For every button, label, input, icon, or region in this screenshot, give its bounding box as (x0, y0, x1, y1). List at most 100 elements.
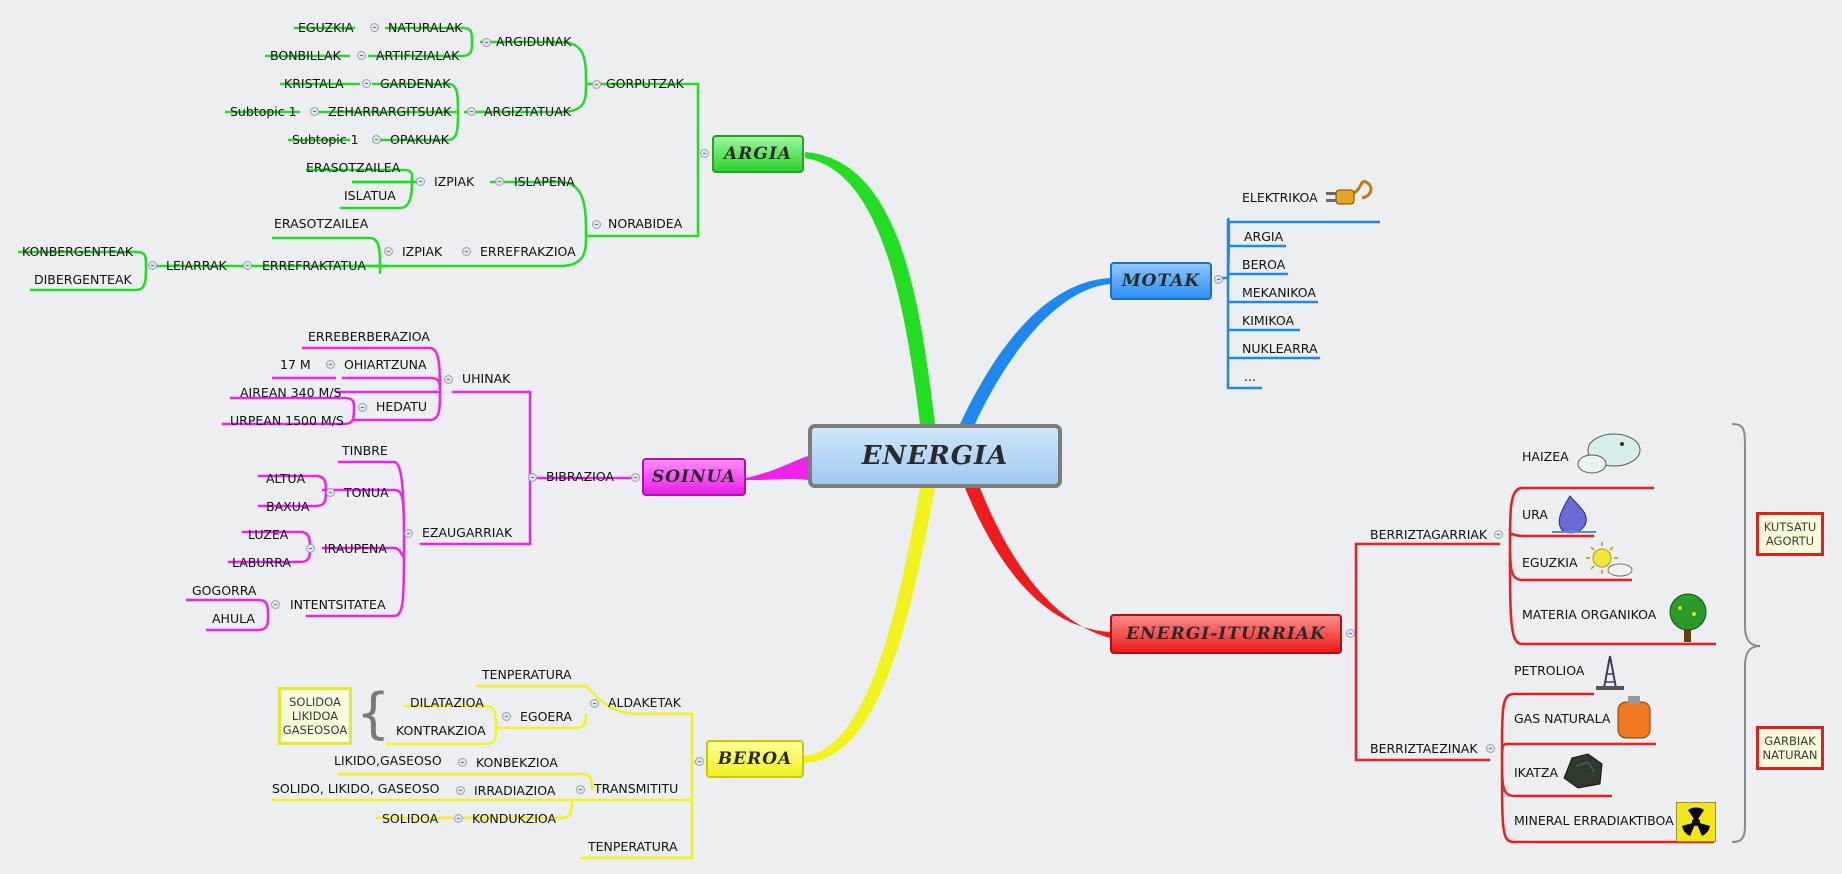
topic-hedatu[interactable]: HEDATU (376, 399, 428, 414)
topic-opakuak[interactable]: OPAKUAK (390, 132, 449, 147)
collapse-toggle[interactable] (306, 544, 315, 553)
topic-soinua[interactable]: SOINUA (642, 458, 746, 496)
topic-gas-naturala[interactable]: GAS NATURALA (1514, 711, 1611, 726)
topic-bonbillak[interactable]: BONBILLAK (270, 48, 341, 63)
topic-17-m[interactable]: 17 M (280, 357, 311, 372)
topic-kontrakzioa[interactable]: KONTRAKZIOA (396, 723, 486, 738)
motak-item[interactable]: NUKLEARRA (1242, 341, 1318, 356)
topic-tonua[interactable]: TONUA (344, 485, 389, 500)
topic-altua[interactable]: ALTUA (266, 471, 306, 486)
topic-tenperatura[interactable]: TENPERATURA (588, 839, 678, 854)
topic-konbekzioa[interactable]: KONBEKZIOA (476, 755, 558, 770)
topic-ezaugarriak[interactable]: EZAUGARRIAK (422, 525, 513, 540)
collapse-toggle-iturriak[interactable] (1346, 629, 1355, 638)
topic-petrolioa[interactable]: PETROLIOA (1514, 663, 1585, 678)
topic-airean[interactable]: AIREAN 340 M/S (240, 385, 342, 400)
center-node-energia[interactable]: ENERGIA (808, 424, 1062, 488)
topic-ohiartzuna[interactable]: OHIARTZUNA (344, 357, 427, 372)
motak-item[interactable]: ARGIA (1244, 229, 1284, 244)
collapse-toggle[interactable] (1494, 530, 1503, 539)
motak-item[interactable]: KIMIKOA (1242, 313, 1295, 328)
collapse-toggle-motak[interactable] (1214, 275, 1223, 284)
collapse-toggle[interactable] (462, 247, 471, 256)
topic-subtopic-1[interactable]: Subtopic 1 (292, 132, 359, 147)
motak-item[interactable]: BEROA (1242, 257, 1286, 272)
topic-norabidea[interactable]: NORABIDEA (608, 216, 683, 231)
topic-energi-iturriak[interactable]: ENERGI-ITURRIAK (1110, 614, 1342, 654)
motak-item[interactable]: MEKANIKOA (1242, 285, 1316, 300)
topic-erreberberazioa[interactable]: ERREBERBERAZIOA (308, 329, 430, 344)
states-box[interactable]: SOLIDOA LIKIDOA GASEOSOA (278, 687, 352, 745)
motak-item[interactable]: ... (1244, 369, 1256, 384)
collapse-toggle[interactable] (372, 135, 381, 144)
topic-zeharrargitsuak[interactable]: ZEHARRARGITSUAK (328, 104, 452, 119)
topic-egoera[interactable]: EGOERA (520, 709, 573, 724)
collapse-toggle[interactable] (467, 107, 476, 116)
topic-beroa[interactable]: BEROA (706, 740, 804, 778)
topic-tenperatura[interactable]: TENPERATURA (482, 667, 572, 682)
garbiak-naturan-box[interactable]: GARBIAK NATURAN (1756, 726, 1824, 770)
collapse-toggle[interactable] (1486, 744, 1495, 753)
topic-irradiazioa[interactable]: IRRADIAZIOA (474, 783, 556, 798)
topic-solido-likido-gaseoso[interactable]: SOLIDO, LIKIDO, GASEOSO (272, 781, 440, 796)
topic-leiarrak[interactable]: LEIARRAK (166, 258, 227, 273)
topic-errefrakzioa[interactable]: ERREFRAKZIOA (480, 244, 576, 259)
kutsatu-agortu-box[interactable]: KUTSATU AGORTU (1756, 512, 1824, 556)
topic-dilatazioa[interactable]: DILATAZIOA (410, 695, 484, 710)
collapse-toggle[interactable] (148, 261, 157, 270)
topic-izpiak[interactable]: IZPIAK (434, 174, 475, 189)
topic-errefraktatua[interactable]: ERREFRAKTATUA (262, 258, 366, 273)
topic-solidoa[interactable]: SOLIDOA (382, 811, 439, 826)
topic-aldaketak[interactable]: ALDAKETAK (608, 695, 681, 710)
collapse-toggle[interactable] (404, 529, 413, 538)
collapse-toggle[interactable] (370, 23, 379, 32)
topic-likido-gaseoso[interactable]: LIKIDO,GASEOSO (334, 753, 442, 768)
topic-ikatza[interactable]: IKATZA (1514, 765, 1558, 780)
topic-urpean[interactable]: URPEAN 1500 M/S (230, 413, 344, 428)
topic-argiztatuak[interactable]: ARGIZTATUAK (484, 104, 571, 119)
topic-iraupena[interactable]: IRAUPENA (324, 541, 387, 556)
topic-ura[interactable]: URA (1522, 507, 1548, 522)
collapse-toggle-argia[interactable] (700, 149, 709, 158)
topic-bibrazioa[interactable]: BIBRAZIOA (546, 469, 614, 484)
topic-eguzkia[interactable]: EGUZKIA (1522, 555, 1578, 570)
collapse-toggle-beroa[interactable] (695, 757, 704, 766)
collapse-toggle-soinua[interactable] (631, 473, 640, 482)
collapse-toggle[interactable] (495, 177, 504, 186)
topic-artifizialak[interactable]: ARTIFIZIALAK (376, 48, 460, 63)
topic-subtopic-1[interactable]: Subtopic 1 (230, 104, 297, 119)
topic-transmititu[interactable]: TRANSMITITU (594, 781, 679, 796)
collapse-toggle[interactable] (590, 699, 599, 708)
collapse-toggle[interactable] (243, 261, 252, 270)
topic-kondukzioa[interactable]: KONDUKZIOA (472, 811, 557, 826)
topic-intentsitatea[interactable]: INTENTSITATEA (290, 597, 386, 612)
collapse-toggle[interactable] (576, 785, 585, 794)
collapse-toggle[interactable] (416, 177, 425, 186)
topic-izpiak[interactable]: IZPIAK (402, 244, 443, 259)
topic-kristala[interactable]: KRISTALA (284, 76, 344, 91)
collapse-toggle[interactable] (456, 786, 465, 795)
topic-konbergenteak[interactable]: KONBERGENTEAK (22, 244, 134, 259)
topic-naturalak[interactable]: NATURALAK (388, 20, 463, 35)
topic-ahula[interactable]: AHULA (212, 611, 255, 626)
topic-materia-organikoa[interactable]: MATERIA ORGANIKOA (1522, 607, 1657, 622)
collapse-toggle[interactable] (326, 360, 335, 369)
topic-gardenak[interactable]: GARDENAK (380, 76, 451, 91)
topic-haizea[interactable]: HAIZEA (1522, 449, 1569, 464)
collapse-toggle[interactable] (357, 51, 366, 60)
topic-argidunak[interactable]: ARGIDUNAK (496, 34, 572, 49)
topic-berriztagarriak[interactable]: BERRIZTAGARRIAK (1370, 527, 1488, 542)
topic-dibergenteak[interactable]: DIBERGENTEAK (34, 272, 132, 287)
collapse-toggle[interactable] (326, 488, 335, 497)
topic-uhinak[interactable]: UHINAK (462, 371, 511, 386)
collapse-toggle[interactable] (592, 80, 601, 89)
topic-islatua[interactable]: ISLATUA (344, 188, 396, 203)
topic-tinbre[interactable]: TINBRE (342, 443, 388, 458)
collapse-toggle[interactable] (482, 38, 491, 47)
topic-gogorra[interactable]: GOGORRA (192, 583, 257, 598)
topic-erasotzailea[interactable]: ERASOTZAILEA (274, 216, 369, 231)
collapse-toggle[interactable] (362, 79, 371, 88)
topic-luzea[interactable]: LUZEA (248, 527, 289, 542)
topic-erasotzailea[interactable]: ERASOTZAILEA (306, 160, 401, 175)
topic-islapena[interactable]: ISLAPENA (514, 174, 575, 189)
